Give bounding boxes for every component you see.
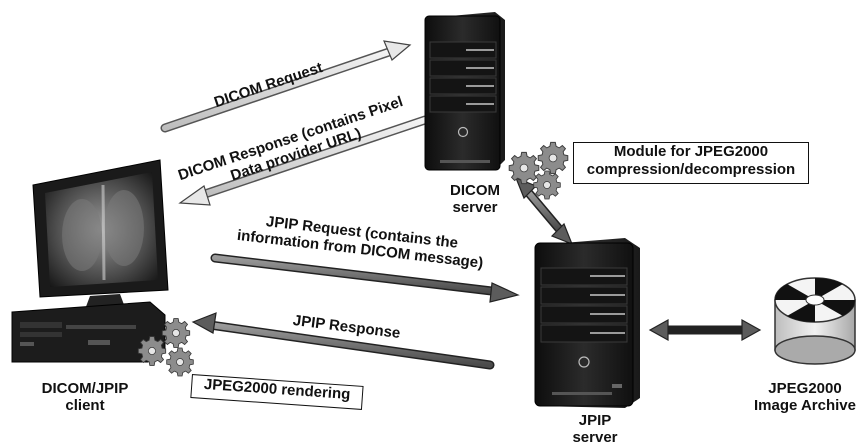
jpip-server-label-line1: JPIP xyxy=(578,412,612,429)
client-label-line1: DICOM/JPIP xyxy=(41,380,129,397)
jpip-response-arrow xyxy=(191,312,495,370)
dicom-server-label-line1: DICOM xyxy=(450,182,500,199)
client-label: DICOM/JPIP client xyxy=(20,380,150,414)
archive-label-line2: Image Archive xyxy=(754,397,856,414)
dicom-server-label: DICOM server xyxy=(440,182,510,216)
module-box-line1: Module for JPEG2000 xyxy=(613,143,769,160)
jpip-server-label: JPIP server xyxy=(565,412,625,446)
hp-logo-icon xyxy=(457,126,469,138)
archive-label: JPEG2000 Image Archive xyxy=(748,380,862,414)
gear-icon xyxy=(537,141,569,175)
module-box-line2: compression/decompression xyxy=(586,161,796,178)
dicom-response-arrow xyxy=(178,115,430,206)
gear-icon xyxy=(161,318,191,348)
dicom-request-arrow xyxy=(160,40,412,133)
jpip-server-icon xyxy=(534,238,640,408)
hp-logo-icon xyxy=(578,356,590,368)
gear-icon xyxy=(166,347,194,377)
module-box: Module for JPEG2000 compression/decompre… xyxy=(573,142,809,184)
jpip-request-arrow xyxy=(210,253,520,303)
gear-icon xyxy=(508,151,540,185)
client-label-line2: client xyxy=(65,397,105,414)
jpip-server-label-line2: server xyxy=(572,429,618,446)
archive-link-arrow xyxy=(648,318,762,342)
client-workstation-icon xyxy=(11,159,169,363)
dicom-server-icon xyxy=(424,12,505,171)
dicom-server-label-line2: server xyxy=(452,199,498,216)
gear-icon xyxy=(137,336,167,366)
server-link-arrow xyxy=(514,176,574,246)
gear-icon xyxy=(533,170,561,200)
disk-archive-icon xyxy=(774,277,856,365)
archive-label-line1: JPEG2000 xyxy=(768,380,842,397)
